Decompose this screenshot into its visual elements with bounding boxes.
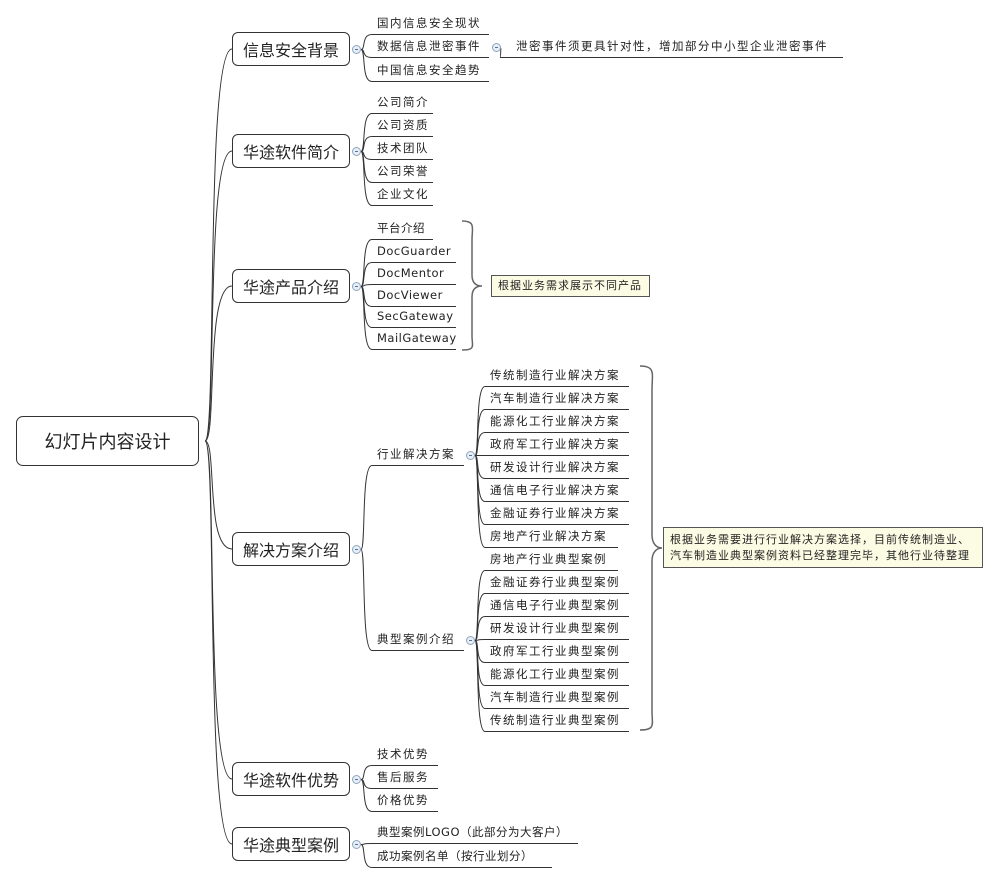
topic-info-security-background[interactable]: 信息安全背景 [232, 32, 350, 66]
subtopic[interactable]: 企业文化 [372, 184, 433, 206]
topic-advantages[interactable]: 华途软件优势 [232, 762, 350, 796]
subtopic[interactable]: 技术团队 [372, 138, 433, 160]
subtopic[interactable]: 售后服务 [372, 767, 438, 789]
connector-line [360, 136, 373, 152]
subtopic-note[interactable]: 泄密事件须更具针对性，增加部分中小型企业泄密事件 [500, 36, 843, 58]
solution-item[interactable]: 通信电子行业解决方案 [485, 480, 629, 502]
connector-line [360, 113, 373, 152]
connector-line [360, 549, 373, 651]
subtopic-typical-cases[interactable]: 典型案例介绍 [372, 629, 464, 651]
collapse-icon[interactable] [352, 45, 361, 54]
case-item[interactable]: 通信电子行业典型案例 [485, 595, 629, 617]
collapse-icon[interactable] [492, 43, 501, 52]
connector-line [360, 262, 373, 287]
collapse-icon[interactable] [352, 775, 361, 784]
connector-line [204, 440, 233, 845]
subtopic[interactable]: 典型案例LOGO（此部分为大客户） [372, 822, 578, 844]
collapse-icon[interactable] [352, 282, 361, 291]
case-item[interactable]: 传统制造行业典型案例 [485, 710, 629, 732]
solution-item[interactable]: 能源化工行业解决方案 [485, 411, 629, 433]
connector-line [360, 779, 373, 812]
connector-line [360, 765, 373, 780]
topic-typical-cases[interactable]: 华途典型案例 [232, 827, 350, 861]
subtopic[interactable]: SecGateway [372, 306, 456, 328]
root-topic[interactable]: 幻灯片内容设计 [16, 416, 199, 466]
connector-line [204, 150, 233, 442]
connector-line [204, 48, 233, 442]
connector-line [204, 440, 233, 780]
connector-line [204, 440, 233, 550]
subtopic[interactable]: 技术优势 [372, 744, 438, 766]
connector-line [474, 386, 486, 456]
topic-company-intro[interactable]: 华途软件简介 [232, 134, 350, 168]
topic-solutions-intro[interactable]: 解决方案介绍 [232, 532, 350, 566]
subtopic[interactable]: 国内信息安全现状 [372, 13, 489, 35]
case-item[interactable]: 汽车制造行业典型案例 [485, 687, 629, 709]
connector-line [474, 640, 486, 732]
connector-line [360, 151, 373, 206]
subtopic[interactable]: 平台介绍 [372, 218, 433, 240]
solution-item[interactable]: 政府军工行业解决方案 [485, 434, 629, 456]
subtopic[interactable]: 公司简介 [372, 92, 433, 114]
subtopic[interactable]: 数据信息泄密事件 [372, 36, 489, 58]
bracket-products [461, 220, 483, 351]
subtopic-industry-solutions[interactable]: 行业解决方案 [372, 444, 464, 466]
solution-item[interactable]: 房地产行业解决方案 [485, 526, 618, 548]
case-item[interactable]: 金融证券行业典型案例 [485, 572, 629, 594]
connector-line [474, 432, 486, 456]
callout-note-products[interactable]: 根据业务需求展示不同产品 [491, 275, 650, 297]
connector-line [360, 844, 373, 868]
collapse-icon[interactable] [352, 840, 361, 849]
case-item[interactable]: 房地产行业典型案例 [485, 549, 618, 571]
case-item[interactable]: 能源化工行业典型案例 [485, 664, 629, 686]
solution-item[interactable]: 研发设计行业解决方案 [485, 457, 629, 479]
callout-note-solutions[interactable]: 根据业务需要进行行业解决方案选择，目前传统制造业、 汽车制造业典型案例资料已经整… [663, 527, 983, 568]
solution-item[interactable]: 金融证券行业解决方案 [485, 503, 629, 525]
subtopic[interactable]: 公司荣誉 [372, 161, 433, 183]
solution-item[interactable]: 汽车制造行业解决方案 [485, 388, 629, 410]
subtopic[interactable]: 中国信息安全趋势 [372, 60, 489, 82]
bracket-solutions [639, 365, 663, 731]
note-line: 根据业务需要进行行业解决方案选择，目前传统制造业、 [670, 533, 970, 546]
subtopic[interactable]: DocGuarder [372, 241, 456, 263]
subtopic[interactable]: 公司资质 [372, 115, 433, 137]
collapse-icon[interactable] [352, 545, 361, 554]
connector-line [204, 285, 233, 442]
subtopic[interactable]: 价格优势 [372, 790, 438, 812]
collapse-icon[interactable] [466, 451, 475, 460]
topic-product-intro[interactable]: 华途产品介绍 [232, 269, 350, 303]
solution-item[interactable]: 传统制造行业解决方案 [485, 365, 629, 387]
subtopic[interactable]: DocMentor [372, 263, 456, 285]
connector-line [474, 616, 486, 641]
connector-line [360, 49, 373, 82]
connector-line [474, 455, 486, 548]
connector-line [360, 286, 373, 350]
connector-line [360, 34, 373, 50]
subtopic[interactable]: DocViewer [372, 285, 456, 307]
case-item[interactable]: 研发设计行业典型案例 [485, 618, 629, 640]
connector-line [360, 843, 373, 845]
note-line: 汽车制造业典型案例资料已经整理完毕，其他行业待整理 [670, 549, 970, 562]
connector-line [474, 570, 486, 641]
collapse-icon[interactable] [466, 636, 475, 645]
connector-line [360, 465, 373, 550]
case-item[interactable]: 政府军工行业典型案例 [485, 641, 629, 663]
subtopic[interactable]: 成功案例名单（按行业划分） [372, 846, 552, 868]
collapse-icon[interactable] [352, 147, 361, 156]
subtopic[interactable]: MailGateway [372, 328, 456, 350]
